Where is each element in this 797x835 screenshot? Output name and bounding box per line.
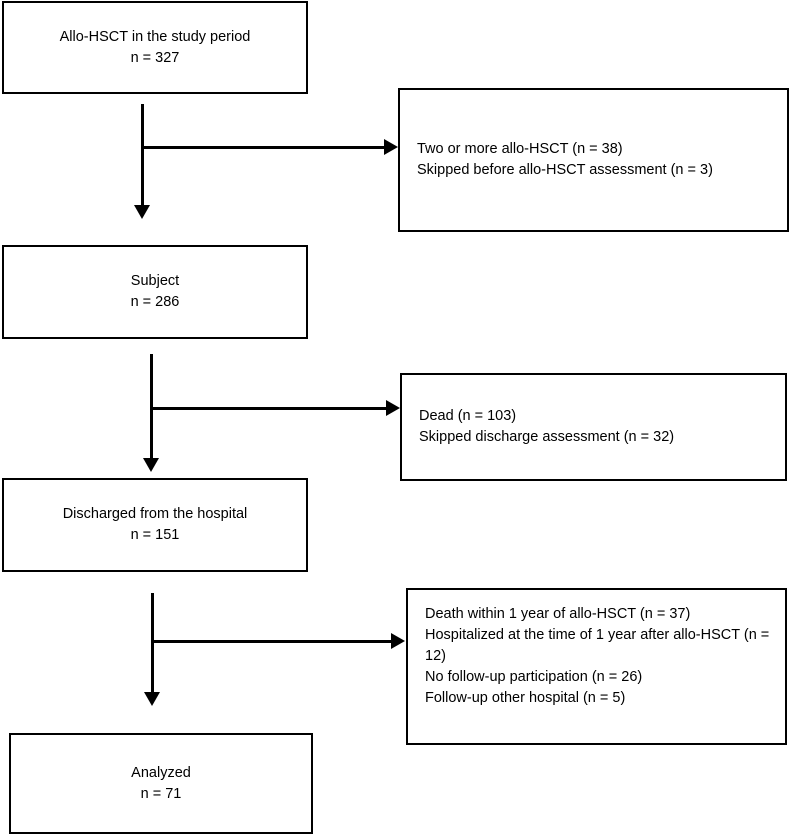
node-subject: Subject n = 286 <box>2 245 308 339</box>
exclusion-box-2: Dead (n = 103) Skipped discharge assessm… <box>400 373 787 481</box>
connector-3-horizontal <box>151 640 397 643</box>
connector-2-arrowhead-right <box>386 400 400 416</box>
connector-2-arrowhead-down <box>143 458 159 472</box>
node-subject-text: Subject n = 286 <box>130 273 180 310</box>
connector-1-horizontal <box>141 146 390 149</box>
node-discharged: Discharged from the hospital n = 151 <box>2 478 308 572</box>
exclusion-box-3: Death within 1 year of allo-HSCT (n = 37… <box>406 588 787 745</box>
node-enrolled-text: Allo-HSCT in the study period n = 327 <box>59 28 251 66</box>
connector-1-arrowhead-down <box>134 205 150 219</box>
node-enrolled: Allo-HSCT in the study period n = 327 <box>2 1 308 94</box>
node-analyzed-text: Analyzed n = 71 <box>131 764 191 802</box>
connector-2-horizontal <box>150 407 392 410</box>
connector-3-arrowhead-down <box>144 692 160 706</box>
connector-3-vertical <box>151 593 154 696</box>
exclusion-box-3-text: Death within 1 year of allo-HSCT (n = 37… <box>425 606 770 707</box>
connector-1-arrowhead-right <box>384 139 398 155</box>
exclusion-box-2-text: Dead (n = 103) Skipped discharge assessm… <box>419 407 675 445</box>
node-analyzed: Analyzed n = 71 <box>9 733 313 834</box>
connector-3-arrowhead-right <box>391 633 405 649</box>
exclusion-box-1-text: Two or more allo-HSCT (n = 38) Skipped b… <box>417 140 713 178</box>
node-discharged-text: Discharged from the hospital n = 151 <box>62 506 248 543</box>
connector-1-vertical <box>141 104 144 209</box>
exclusion-box-1: Two or more allo-HSCT (n = 38) Skipped b… <box>398 88 789 232</box>
